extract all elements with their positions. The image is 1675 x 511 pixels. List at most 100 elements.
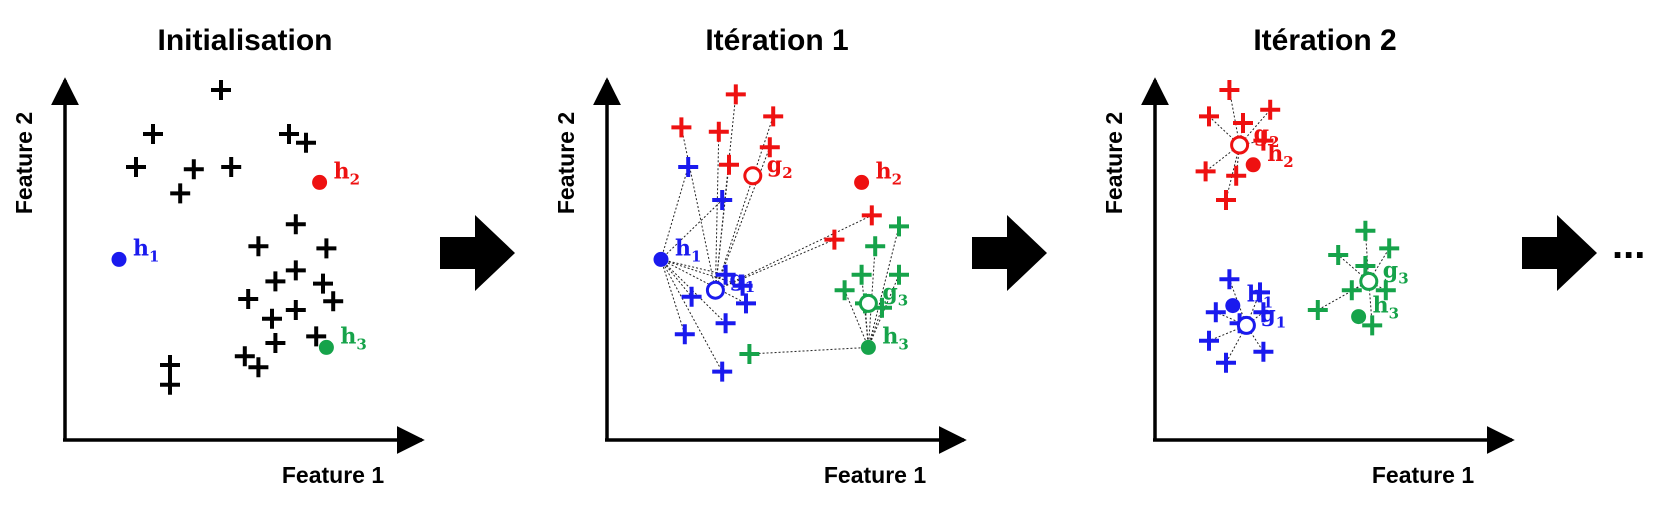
data-point-plus [1253, 341, 1274, 362]
arrow-right-icon [972, 215, 1047, 291]
data-point-plus [306, 326, 327, 347]
data-point-plus [1341, 280, 1362, 301]
assignment-link [867, 246, 876, 348]
centroid-h-marker [312, 174, 328, 190]
data-point-plus [1199, 330, 1219, 351]
y-axis-label: Feature 2 [11, 112, 37, 214]
centroid-label: h1 [133, 235, 159, 265]
data-point-plus [160, 355, 180, 375]
data-point-plus [1205, 302, 1226, 323]
x-axis-label: Feature 1 [824, 462, 926, 488]
data-point-plus [712, 361, 733, 382]
centroid-label: h1 [675, 235, 701, 265]
data-point-plus [221, 157, 242, 177]
data-point-plus [739, 344, 760, 364]
data-point-plus [1253, 130, 1274, 151]
data-point-plus [1362, 315, 1383, 336]
data-point-plus [824, 229, 845, 250]
data-point-plus [1233, 113, 1253, 133]
panel-iteration-2: Itération 2 Feature 2 Feature 1 h1h2h3g1… [1101, 24, 1515, 488]
data-point-plus [265, 333, 286, 353]
panel-title: Itération 1 [705, 24, 848, 57]
data-point-plus [1307, 300, 1328, 320]
panel-title: Initialisation [157, 24, 332, 57]
data-point-plus [143, 124, 163, 144]
data-point-plus [1379, 238, 1400, 259]
centroid-g-marker [1230, 135, 1250, 155]
data-point-plus [1226, 165, 1247, 186]
centroid-h-marker [1351, 309, 1367, 325]
data-point-plus [712, 190, 733, 210]
assignment-link [660, 259, 692, 298]
assignment-link [714, 164, 730, 291]
panel-initialisation: Initialisation Feature 2 Feature 1 h1 h2 h… [11, 24, 425, 488]
centroid-label: g3 [882, 279, 908, 309]
assignment-link [660, 259, 723, 372]
centroid-h-marker [1245, 157, 1261, 173]
centroid-h-marker [1225, 298, 1241, 314]
data-point-plus [1216, 352, 1236, 373]
assignment-link [867, 307, 883, 348]
data-point-plus [681, 286, 702, 307]
data-point-plus [285, 300, 306, 320]
data-point-plus [211, 80, 231, 100]
centroid-label: g2 [767, 152, 793, 182]
centroid-g-marker [858, 293, 878, 313]
assignment-link [660, 259, 686, 335]
assignment-link [1225, 325, 1247, 364]
centroid-label: g1 [729, 266, 755, 296]
data-point-plus [248, 236, 269, 257]
data-point-plus [262, 308, 282, 329]
y-axis-label: Feature 2 [1101, 112, 1127, 214]
data-point-plus [1250, 282, 1270, 303]
data-point-plus [1328, 245, 1349, 265]
data-point-plus [1219, 269, 1240, 290]
assignment-link [1317, 280, 1370, 311]
data-point-plus [248, 357, 269, 378]
data-point-plus [316, 238, 337, 259]
data-point-plus [1355, 220, 1376, 241]
data-point-plus [1260, 99, 1281, 120]
centroid-h-marker [653, 251, 669, 267]
centroid-label: g2 [1254, 121, 1280, 151]
data-point-plus [234, 346, 255, 367]
data-point-plus [889, 216, 909, 237]
data-point-plus [265, 271, 286, 292]
data-point-plus [861, 205, 882, 226]
x-axis-label: Feature 1 [282, 462, 384, 488]
centroid-h-marker [318, 339, 334, 355]
centroid-label: h2 [876, 158, 902, 188]
data-point-plus [160, 374, 180, 395]
arrow-right-icon [1522, 215, 1597, 291]
assignment-link [660, 166, 689, 260]
data-point-plus [715, 313, 736, 334]
data-point-plus [183, 159, 204, 180]
centroid-label: h2 [334, 158, 360, 188]
assignment-link [1208, 324, 1247, 342]
assignment-link [867, 226, 900, 348]
assignment-link [867, 274, 900, 348]
data-point-plus [671, 117, 692, 138]
data-point-plus [170, 183, 191, 204]
data-point-plus [323, 291, 344, 312]
assignment-link [1337, 254, 1370, 282]
assignment-link [715, 239, 835, 291]
data-point-plus [1216, 190, 1236, 210]
continuation-ellipsis: ... [1612, 223, 1645, 267]
centroid-label: h3 [340, 323, 366, 353]
centroid-h-marker [854, 174, 870, 190]
arrow-right-icon [440, 215, 515, 291]
data-point-plus [725, 84, 746, 105]
data-point-plus [759, 137, 780, 158]
centroid-h-marker [111, 251, 127, 267]
data-point-plus [865, 236, 886, 257]
x-axis-label: Feature 1 [1372, 462, 1474, 488]
assignment-link [1208, 116, 1240, 146]
data-point-plus [763, 106, 784, 127]
assignment-link [1246, 311, 1264, 326]
assignment-link [1368, 248, 1390, 282]
data-point-plus [238, 289, 259, 309]
data-point-plus [889, 264, 909, 285]
data-point-plus [708, 121, 729, 142]
